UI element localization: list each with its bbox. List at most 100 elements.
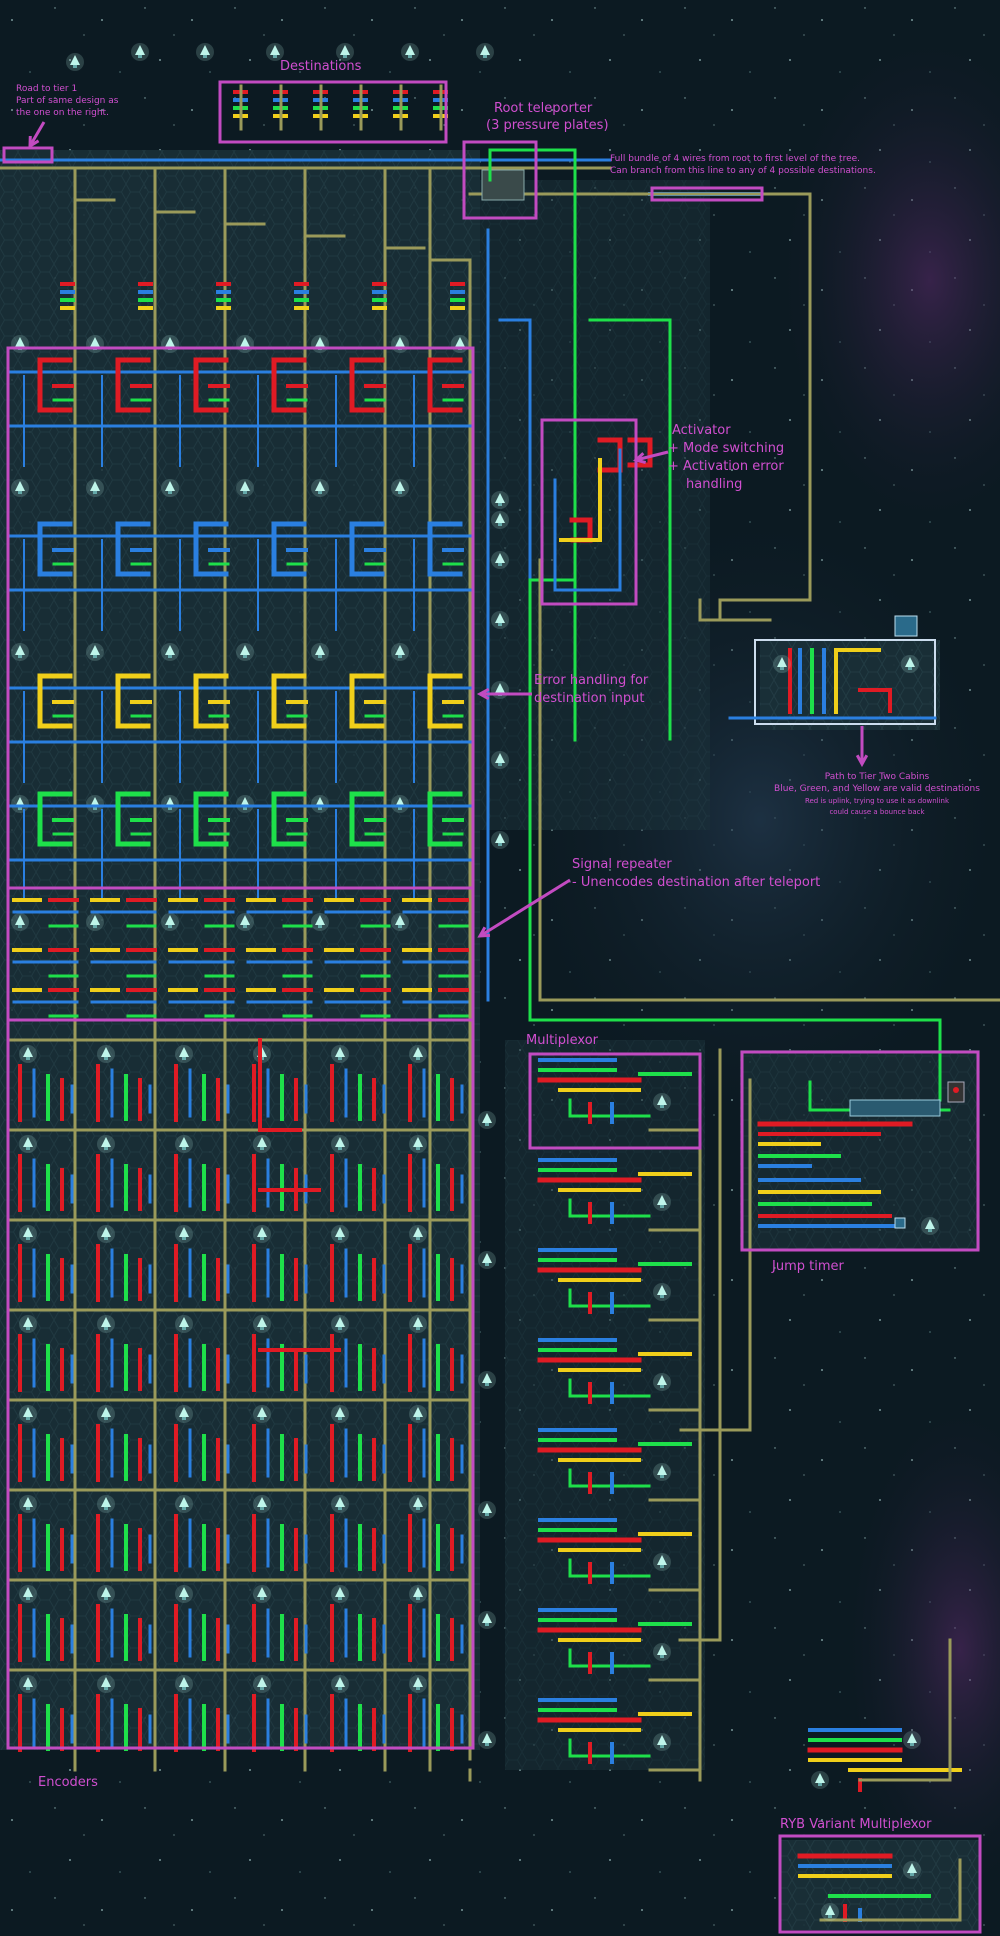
actuator-track	[678, 1048, 722, 1642]
annotation-arrow-head	[855, 754, 869, 768]
lamp-base	[26, 1597, 30, 1600]
actuator-track	[428, 166, 472, 1762]
lamp-base	[168, 655, 172, 658]
lamp-base	[485, 1263, 489, 1266]
lamp-base	[168, 807, 172, 810]
lamp-base	[910, 1743, 914, 1746]
lamp	[257, 1677, 267, 1687]
label-path-note-4: could cause a bounce back	[829, 808, 925, 816]
lamp-base	[928, 1229, 932, 1232]
lamp	[657, 1095, 667, 1105]
lamp	[240, 915, 250, 925]
lamp	[395, 481, 405, 491]
lamp-base	[485, 1743, 489, 1746]
annotation-box	[462, 140, 538, 220]
lamp	[335, 1497, 345, 1507]
lamp	[777, 657, 787, 667]
lamp	[179, 1137, 189, 1147]
grid-bracket	[193, 791, 229, 847]
grid-bracket	[115, 673, 151, 729]
lamp-base	[26, 1147, 30, 1150]
annotation-arrow	[635, 450, 669, 462]
lamp-base	[498, 523, 502, 526]
backwall	[740, 1050, 980, 1250]
lamp-base	[416, 1057, 420, 1060]
annotation-boxes	[2, 80, 982, 1934]
lamp-base	[498, 623, 502, 626]
lamp-base	[660, 1385, 664, 1388]
lamp	[925, 1219, 935, 1229]
annotation-box	[2, 146, 54, 164]
lamp	[179, 1407, 189, 1417]
lamp-base	[182, 1057, 186, 1060]
lamp	[257, 1317, 267, 1327]
encoder-wire	[258, 1038, 302, 1132]
lamp	[413, 1137, 423, 1147]
grid-bracket	[427, 673, 463, 729]
lamp	[395, 337, 405, 347]
annotation-box	[778, 1834, 982, 1934]
lamp-base	[828, 1915, 832, 1918]
lamp-base	[416, 1417, 420, 1420]
annotation-box	[650, 186, 764, 202]
lamp	[90, 337, 100, 347]
annotation-box	[218, 80, 448, 144]
grid-bracket	[37, 791, 73, 847]
mux-wire	[568, 1648, 652, 1668]
lamp	[101, 1587, 111, 1597]
lamp	[101, 1407, 111, 1417]
lamp-base	[338, 1417, 342, 1420]
lamp	[657, 1555, 667, 1565]
lamp-base	[273, 55, 277, 58]
lamp	[90, 645, 100, 655]
teleporter	[481, 169, 525, 201]
timer-block	[849, 1099, 941, 1117]
label-road-note-1: Road to tier 1	[16, 84, 78, 94]
lamp-base	[260, 1687, 264, 1690]
lamp-base	[818, 1783, 822, 1786]
lamp-base	[416, 1507, 420, 1510]
lamp	[413, 1047, 423, 1057]
mux-wire	[568, 1288, 652, 1308]
annotation-arrow-head	[477, 926, 491, 938]
lamp	[257, 1587, 267, 1597]
lamp-base	[485, 1383, 489, 1386]
label-error-handling-1: Error handling for	[534, 673, 649, 688]
lamp	[257, 1497, 267, 1507]
label-activator-2: + Mode switching	[668, 441, 785, 456]
lamp-base	[104, 1327, 108, 1330]
lamp	[179, 1227, 189, 1237]
lamp-base	[416, 1687, 420, 1690]
lamp	[482, 1613, 492, 1623]
scene-layer	[0, 43, 1000, 1922]
lamp	[257, 1407, 267, 1417]
lamp	[495, 493, 505, 503]
mux-wire	[568, 1198, 652, 1218]
grid-bracket	[37, 673, 73, 729]
grid-bracket	[271, 521, 307, 577]
grid-bracket	[349, 521, 385, 577]
lamp-base	[73, 65, 77, 68]
lamp	[257, 1227, 267, 1237]
lamp-base	[660, 1295, 664, 1298]
lamp	[165, 915, 175, 925]
lamp-base	[26, 1327, 30, 1330]
lamp-base	[243, 807, 247, 810]
timer-switch-light	[953, 1087, 959, 1093]
lamp-base	[338, 1597, 342, 1600]
lamp-base	[26, 1507, 30, 1510]
lamp-base	[18, 491, 22, 494]
grid-bracket	[427, 357, 463, 413]
lamp-base	[93, 491, 97, 494]
annotation-box	[740, 1050, 980, 1252]
lamp-base	[318, 491, 322, 494]
label-signal-repeater-2: - Unencodes destination after teleport	[572, 875, 821, 890]
lamp-base	[168, 491, 172, 494]
label-signal-repeater-1: Signal repeater	[572, 857, 672, 872]
label-path-note-3: Red is uplink, trying to use it as downl…	[804, 797, 950, 805]
lamp	[101, 1227, 111, 1237]
backwall	[480, 180, 710, 830]
grid-bracket	[37, 521, 73, 577]
lamp	[315, 481, 325, 491]
grid-bracket	[115, 791, 151, 847]
